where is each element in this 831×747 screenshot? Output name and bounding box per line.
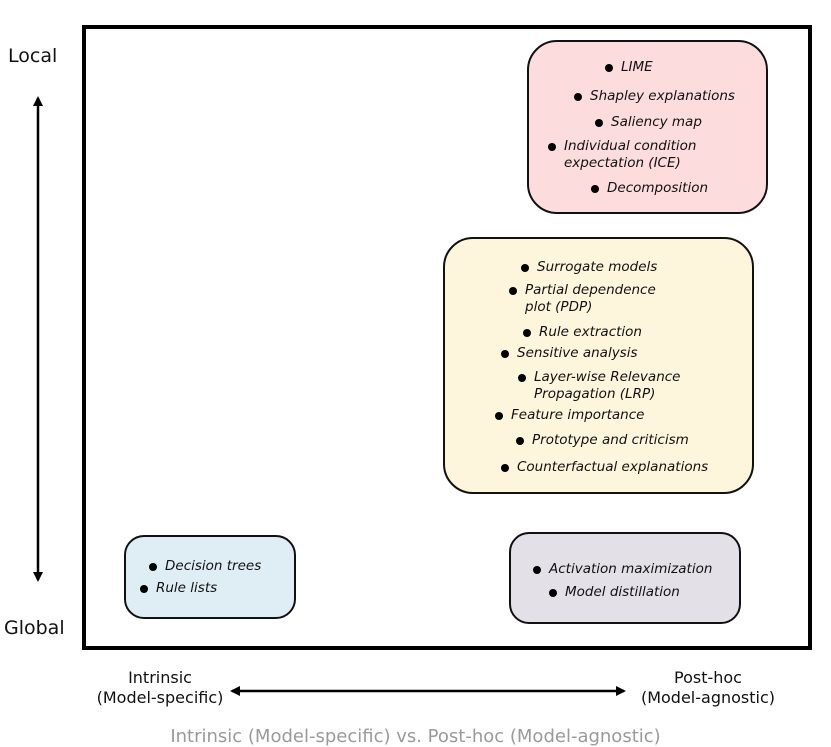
axis-label-intrinsic-line1: Intrinsic — [128, 668, 192, 687]
quadrant-frame — [82, 25, 812, 650]
figure-caption: Intrinsic (Model-specific) vs. Post-hoc … — [170, 726, 661, 747]
method-item: Saliency map — [595, 114, 702, 131]
method-item: Individual condition expectation (ICE) — [548, 138, 696, 172]
method-item: Activation maximization — [533, 561, 712, 578]
method-item: Surrogate models — [521, 259, 657, 276]
axis-label-posthoc-line2: (Model-agnostic) — [640, 688, 776, 707]
method-item: Counterfactual explanations — [501, 459, 708, 476]
method-item: Shapley explanations — [574, 88, 735, 105]
axis-label-intrinsic-line2: (Model-specific) — [96, 688, 224, 707]
method-item: Decomposition — [591, 180, 708, 197]
method-item: Partial dependence plot (PDP) — [509, 282, 656, 316]
axis-label-global: Global — [4, 617, 65, 639]
axis-label-local: Local — [8, 45, 58, 67]
axis-label-posthoc: Post-hoc (Model-agnostic) — [628, 668, 788, 708]
method-item: Rule extraction — [523, 324, 642, 341]
method-item: Layer-wise Relevance Propagation (LRP) — [518, 369, 680, 403]
method-item: Rule lists — [140, 580, 217, 597]
axis-label-posthoc-line1: Post-hoc — [674, 668, 742, 687]
method-item: Model distillation — [549, 584, 680, 601]
mid-posthoc-box — [443, 237, 754, 494]
local-posthoc-box — [527, 40, 768, 214]
method-item: Decision trees — [149, 558, 261, 575]
method-item: Prototype and criticism — [516, 432, 689, 449]
method-item: Feature importance — [495, 407, 644, 424]
axis-label-intrinsic: Intrinsic (Model-specific) — [80, 668, 240, 708]
method-item: Sensitive analysis — [501, 345, 638, 362]
method-item: LIME — [605, 59, 653, 76]
global-intrinsic-box — [124, 535, 296, 619]
global-posthoc-box — [509, 532, 741, 624]
